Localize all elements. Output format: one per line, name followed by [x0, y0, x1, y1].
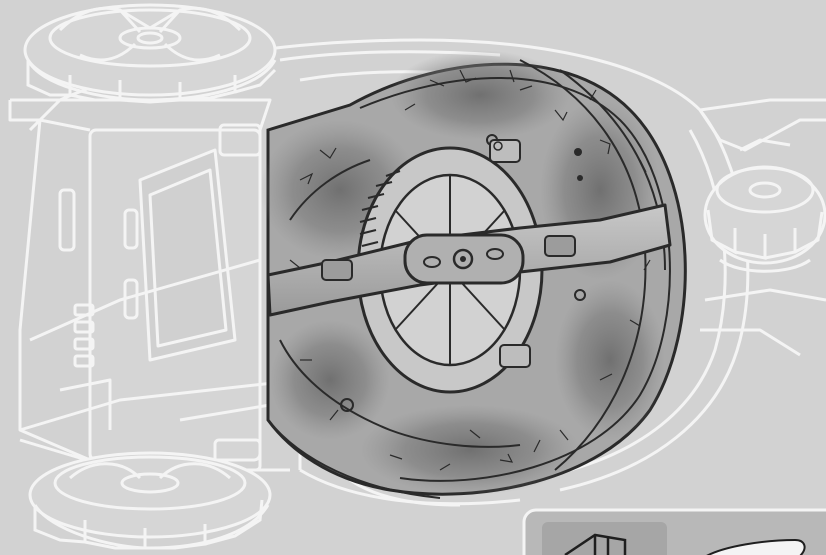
grass-clippings-icon — [289, 69, 651, 471]
cleaning-brush-icon — [706, 538, 806, 555]
vent-grille — [73, 303, 95, 368]
cleaning-brush-icon — [564, 533, 627, 555]
fan-fins — [359, 170, 401, 247]
rotor-blade-icon — [266, 203, 672, 317]
wheel-icon — [23, 3, 277, 104]
wheel-icon — [28, 451, 272, 550]
wheel-icon — [703, 138, 826, 273]
inset-panel — [522, 508, 826, 555]
